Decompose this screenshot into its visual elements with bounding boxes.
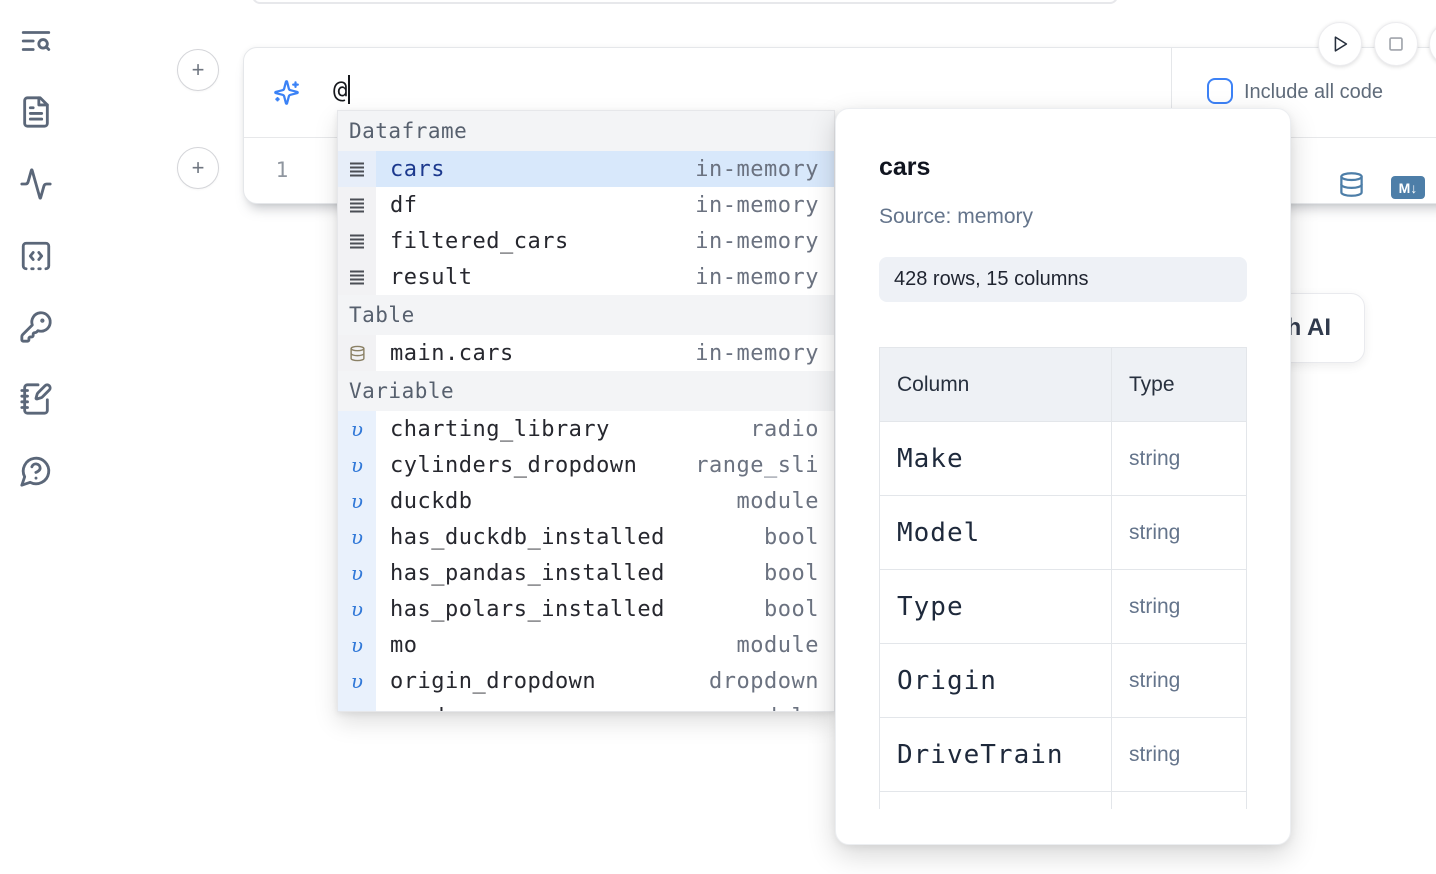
run-cell-button[interactable] — [1318, 22, 1362, 66]
popup-title: cars — [879, 153, 931, 181]
variable-icon: υ — [338, 591, 376, 627]
column-header: Column — [879, 347, 1112, 422]
schema-row: Origin string — [879, 643, 1247, 718]
input-right-divider — [1171, 48, 1172, 137]
variable-icon: υ — [338, 447, 376, 483]
variable-icon: υ — [338, 699, 376, 711]
autocomplete-popup: Dataframe cars in-memory df in-memory fi… — [337, 110, 835, 712]
scratchpad-icon[interactable] — [19, 382, 53, 416]
datasources-icon[interactable] — [1338, 171, 1365, 198]
schema-header-row: Column Type — [879, 347, 1247, 422]
ai-prompt-input[interactable]: @ — [244, 48, 1171, 137]
left-sidebar — [0, 0, 72, 874]
completion-item[interactable]: υ has_pandas_installed bool — [338, 555, 834, 591]
dataframe-icon — [338, 223, 376, 259]
completion-item[interactable]: υ has_polars_installed bool — [338, 591, 834, 627]
variable-icon: υ — [338, 627, 376, 663]
variable-icon: υ — [338, 555, 376, 591]
completion-item[interactable]: υ has_duckdb_installed bool — [338, 519, 834, 555]
completion-section-header: Table — [338, 295, 834, 335]
schema-row: Model string — [879, 495, 1247, 570]
variable-icon: υ — [338, 519, 376, 555]
stop-cell-button[interactable] — [1374, 22, 1418, 66]
include-all-code-label: Include all code — [1244, 81, 1383, 103]
schema-row — [879, 791, 1247, 809]
completion-item[interactable]: υ pandas module — [338, 699, 834, 711]
dataframe-detail-popup: cars Source: memory 428 rows, 15 columns… — [835, 108, 1291, 845]
include-all-code-checkbox[interactable] — [1207, 78, 1233, 104]
markdown-icon[interactable]: M↓ — [1391, 176, 1425, 199]
schema-row: Type string — [879, 569, 1247, 644]
schema-row: DriveTrain string — [879, 717, 1247, 792]
add-cell-above-button[interactable]: + — [177, 49, 219, 91]
popup-shape-badge: 428 rows, 15 columns — [879, 257, 1247, 302]
completion-item[interactable]: df in-memory — [338, 187, 834, 223]
variable-icon: υ — [338, 411, 376, 447]
completion-item[interactable]: filtered_cars in-memory — [338, 223, 834, 259]
variable-icon: υ — [338, 483, 376, 519]
completion-item[interactable]: result in-memory — [338, 259, 834, 295]
completion-item[interactable]: υ duckdb module — [338, 483, 834, 519]
file-icon[interactable] — [19, 95, 53, 129]
dataframe-icon — [338, 259, 376, 295]
schema-table: Column Type Make string Model string — [879, 347, 1248, 809]
completion-item[interactable]: υ charting_library radio — [338, 411, 834, 447]
add-cell-below-button[interactable]: + — [177, 147, 219, 189]
popup-source: Source: memory — [879, 205, 1034, 228]
db-table-icon — [338, 335, 376, 371]
text-cursor — [348, 75, 351, 104]
completion-item[interactable]: main.cars in-memory — [338, 335, 834, 371]
completion-item[interactable]: υ mo module — [338, 627, 834, 663]
line-number: 1 — [275, 158, 289, 182]
help-icon[interactable] — [19, 454, 53, 488]
key-icon[interactable] — [19, 310, 53, 344]
previous-cell-edge — [252, 0, 1118, 4]
variable-icon: υ — [338, 663, 376, 699]
ai-input-value: @ — [333, 75, 348, 104]
completion-item[interactable]: υ origin_dropdown dropdown — [338, 663, 834, 699]
toc-search-icon[interactable] — [19, 24, 53, 58]
completion-section-header: Dataframe — [338, 111, 834, 151]
type-header: Type — [1111, 347, 1247, 422]
dataframe-icon — [338, 151, 376, 187]
completion-item[interactable]: cars in-memory — [338, 151, 834, 187]
completion-section-header: Variable — [338, 371, 834, 411]
completion-item[interactable]: υ cylinders_dropdown range_sli — [338, 447, 834, 483]
schema-row: Make string — [879, 421, 1247, 496]
sparkles-icon — [273, 79, 300, 106]
snippets-icon[interactable] — [19, 239, 53, 273]
dataframe-icon — [338, 187, 376, 223]
activity-icon[interactable] — [19, 167, 53, 201]
